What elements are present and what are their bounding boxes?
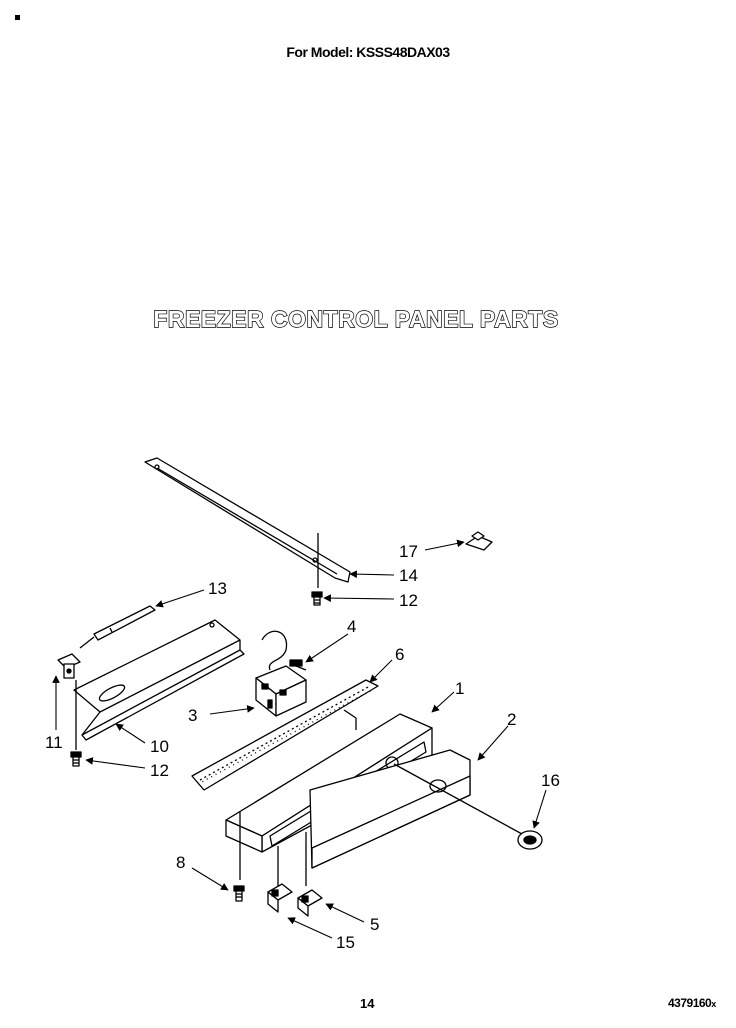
document-number: 4379160x	[668, 996, 716, 1010]
leader-lines	[52, 539, 547, 939]
callout-6: 6	[395, 645, 404, 664]
part-11-tab	[57, 653, 81, 679]
document-number-suffix: x	[711, 999, 716, 1009]
callout-4: 4	[347, 617, 356, 636]
callout-5: 5	[370, 915, 379, 934]
callout-14: 14	[399, 566, 418, 585]
callout-15: 15	[336, 933, 355, 952]
callout-16: 16	[541, 771, 560, 790]
part-10-plate	[73, 619, 245, 750]
callout-12a: 12	[399, 591, 418, 610]
callout-11: 11	[45, 733, 63, 752]
part-15-switch	[267, 846, 293, 913]
document-number-main: 4379160	[668, 996, 712, 1010]
callout-1: 1	[455, 679, 464, 698]
callout-10: 10	[150, 737, 169, 756]
callout-8: 8	[176, 853, 185, 872]
callout-17: 17	[399, 542, 418, 561]
callout-12b: 12	[150, 761, 169, 780]
part-12-screw-top	[311, 591, 323, 606]
page-number: 14	[360, 996, 375, 1011]
part-14-bracket	[144, 457, 351, 588]
part-16-knob	[517, 830, 543, 850]
callout-2: 2	[507, 710, 516, 729]
part-17-clip	[465, 531, 493, 551]
callout-3: 3	[188, 706, 197, 725]
part-12-screw-bottom	[70, 751, 82, 767]
callout-labels: 17 14 12 13 4 6 1 2 3 16 11 10 12 8 5 15	[45, 542, 560, 952]
part-2-panel-face	[309, 749, 523, 869]
part-3-thermostat	[255, 630, 307, 717]
model-number-header: For Model: KSSS48DAX03	[286, 44, 450, 60]
part-8-screw	[233, 885, 245, 902]
part-13-sensor-tube	[79, 605, 156, 649]
callout-13: 13	[208, 579, 227, 598]
part-6-trim-strip	[191, 679, 379, 791]
corner-registration-mark	[15, 15, 20, 20]
part-5-switch	[297, 832, 323, 917]
page-title: FREEZER CONTROL PANEL PARTS	[153, 305, 559, 332]
part-4-screw	[289, 659, 307, 671]
